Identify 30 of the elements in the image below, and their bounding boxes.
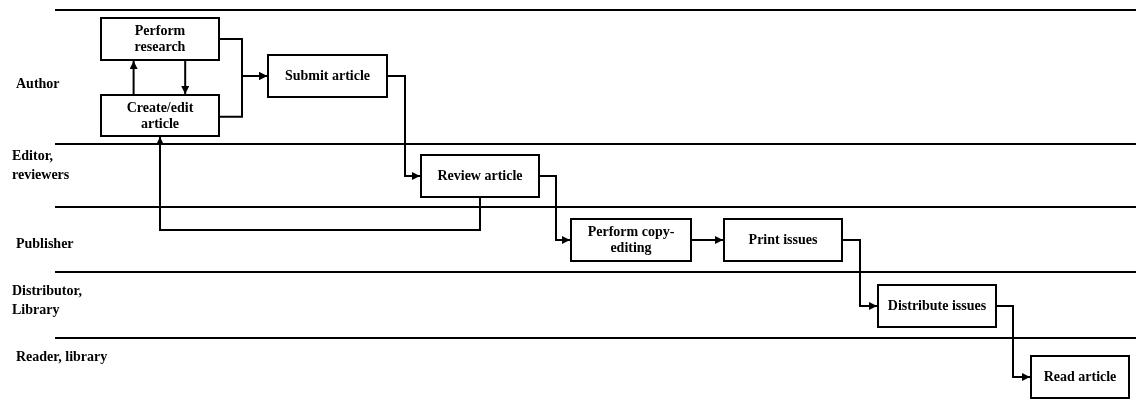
arrow bbox=[539, 175, 571, 244]
process-box bbox=[100, 94, 220, 137]
arrow bbox=[996, 305, 1031, 381]
process-box bbox=[723, 218, 843, 262]
lane-label: Reader, library bbox=[16, 348, 109, 366]
process-text: Read article bbox=[1043, 369, 1117, 385]
arrow bbox=[156, 136, 481, 231]
arrow bbox=[219, 72, 268, 118]
process-text: Perform research bbox=[133, 23, 187, 55]
arrow bbox=[842, 239, 878, 310]
process-box bbox=[570, 218, 692, 262]
arrow bbox=[387, 75, 421, 180]
lane-label: Publisher bbox=[16, 235, 75, 253]
arrow bbox=[691, 236, 724, 244]
process-box bbox=[267, 54, 388, 98]
process-box bbox=[1030, 355, 1130, 399]
process-text: Print issues bbox=[748, 232, 818, 248]
process-box bbox=[877, 284, 997, 328]
lane-label: Editor, reviewers bbox=[12, 147, 71, 184]
arrow bbox=[181, 60, 190, 95]
process-text: Review article bbox=[437, 168, 523, 184]
process-text: Distribute issues bbox=[887, 298, 987, 314]
process-text: Create/edit article bbox=[125, 99, 195, 132]
arrow bbox=[129, 60, 138, 95]
process-text: Perform copy-editing bbox=[586, 224, 676, 256]
process-box bbox=[100, 17, 220, 61]
lane-label: Distributor, Library bbox=[12, 282, 83, 319]
process-box bbox=[420, 154, 540, 198]
lane-label: Author bbox=[16, 75, 61, 93]
process-text: Submit article bbox=[284, 68, 371, 84]
